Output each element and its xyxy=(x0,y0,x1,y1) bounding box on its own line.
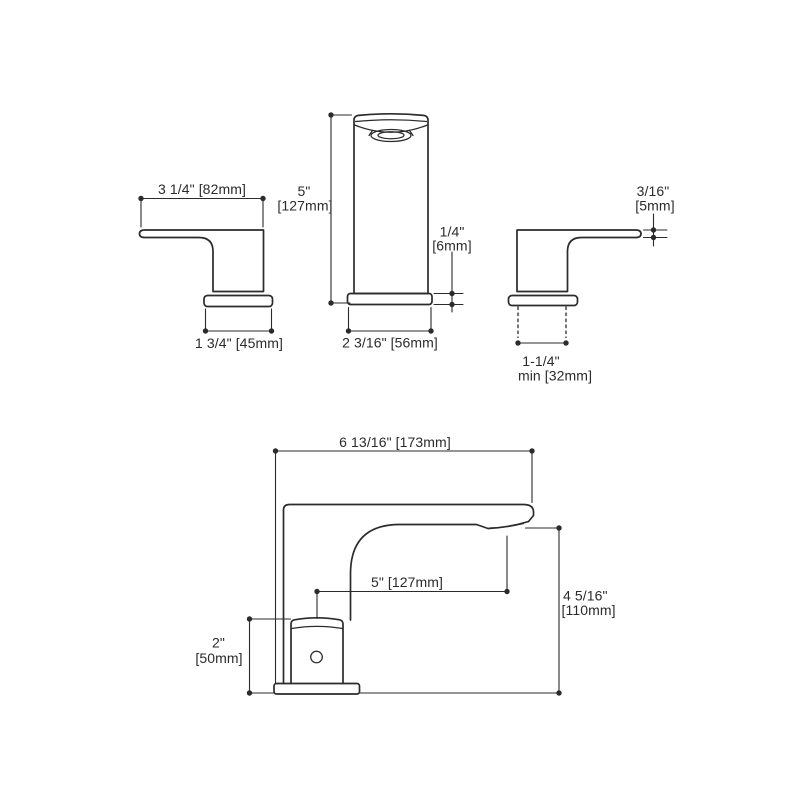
dim-arrow-dot xyxy=(449,301,455,308)
label-side-height-mm: [110mm] xyxy=(562,602,616,618)
spout-top-rim-line xyxy=(354,119,428,123)
dim-arrow-dot xyxy=(328,112,334,118)
spout-lip-inner-line xyxy=(489,522,525,529)
dim-arrow-dot xyxy=(563,340,569,346)
handle-side-cap-line xyxy=(290,625,344,630)
label-mount-hole-in: 1-1/4" xyxy=(522,353,559,369)
spout-lug-right xyxy=(408,129,414,137)
label-lever-thickness-in: 3/16" xyxy=(637,183,670,199)
front-spout xyxy=(346,112,433,306)
dim-arrow-dot xyxy=(529,448,535,454)
label-side-height-in: 4 5/16" xyxy=(563,588,608,604)
spout-escutcheon xyxy=(346,292,433,306)
left-handle-outline xyxy=(138,229,265,293)
dim-spout-base-lines xyxy=(347,306,432,332)
dim-spout-height xyxy=(328,112,353,306)
left-handle-escutcheon xyxy=(203,294,274,308)
dim-left-handle-width-lines xyxy=(140,197,264,228)
dim-overall-depth xyxy=(272,448,535,684)
label-mount-hole-mm: min [32mm] xyxy=(518,368,592,384)
dim-handle-height xyxy=(246,616,292,696)
dim-arrow-dot xyxy=(202,328,209,334)
dim-left-handle-base xyxy=(202,308,275,334)
dim-arrow-dot xyxy=(650,227,657,233)
dim-arrow-dot xyxy=(314,588,320,595)
aerator-outer xyxy=(370,128,412,143)
dim-arrow-dot xyxy=(556,525,562,531)
dim-deck-plate-thickness xyxy=(433,251,464,313)
dim-spout-reach-lines xyxy=(316,535,508,620)
label-left-handle-width: 3 1/4" [82mm] xyxy=(158,181,246,197)
dim-spout-base xyxy=(345,306,434,334)
dim-deck-thickness-lines xyxy=(433,251,464,313)
dim-arrow-dot xyxy=(260,195,266,202)
dim-arrow-dot xyxy=(556,690,562,696)
spout-body-outline xyxy=(353,112,429,295)
spout-side-underside xyxy=(349,520,530,621)
dim-arrow-dot xyxy=(650,234,657,241)
dim-arrow-dot xyxy=(272,448,279,454)
dim-arrow-dot xyxy=(246,616,253,622)
dim-arrow-dot xyxy=(328,300,334,306)
dim-mount-hole xyxy=(515,340,569,346)
label-spout-reach: 5" [127mm] xyxy=(371,574,443,590)
label-left-handle-base: 1 3/4" [45mm] xyxy=(195,335,283,351)
front-right-handle xyxy=(507,229,642,339)
label-overall-depth: 6 13/16" [173mm] xyxy=(339,434,451,450)
spout-side-outer-edge xyxy=(282,503,535,685)
dim-arrow-dot xyxy=(449,290,455,297)
right-handle-mount-hidden-lines xyxy=(517,306,567,339)
right-handle-escutcheon xyxy=(507,294,579,307)
front-view xyxy=(138,112,668,346)
dim-arrow-dot xyxy=(515,340,521,346)
side-spout-body xyxy=(282,503,535,685)
dim-lever-thickness xyxy=(642,213,668,247)
dim-arrow-dot xyxy=(268,328,275,334)
dim-handle-height-lines xyxy=(248,618,292,694)
label-spout-height-mm: [127mm] xyxy=(277,198,332,214)
dim-outlet-height-lines xyxy=(358,527,560,694)
dim-left-handle-base-lines xyxy=(204,308,273,332)
label-handle-height-mm: [50mm] xyxy=(195,650,242,666)
label-handle-height-in: 2" xyxy=(212,635,225,651)
dimension-labels: 3 1/4" [82mm] 5" [127mm] 1/4" [6mm] 3/16… xyxy=(158,181,675,666)
side-escutcheon xyxy=(273,682,361,695)
label-lever-thickness-mm: [5mm] xyxy=(635,198,674,214)
label-deck-thickness-mm: [6mm] xyxy=(432,238,471,254)
handle-set-screw xyxy=(310,650,323,664)
dim-arrow-dot xyxy=(428,328,434,334)
label-spout-base: 2 3/16" [56mm] xyxy=(342,335,438,351)
side-view xyxy=(246,448,562,696)
aerator-inner xyxy=(377,131,405,140)
dim-spout-height-lines xyxy=(330,114,353,304)
front-left-handle xyxy=(138,229,274,308)
side-handle xyxy=(273,616,361,695)
dim-arrow-dot xyxy=(138,195,144,202)
dim-spout-reach xyxy=(314,535,510,620)
dim-arrow-dot xyxy=(504,588,510,595)
dim-spout-outlet-height xyxy=(358,525,562,696)
label-spout-height-in: 5" xyxy=(298,183,311,199)
dim-left-handle-width xyxy=(138,195,266,228)
label-deck-thickness-in: 1/4" xyxy=(440,224,465,240)
dim-arrow-dot xyxy=(345,328,352,334)
dim-overall-depth-lines xyxy=(274,450,533,684)
right-handle-outline xyxy=(516,229,642,293)
spout-lug-left xyxy=(368,129,374,137)
dim-arrow-dot xyxy=(246,690,253,696)
